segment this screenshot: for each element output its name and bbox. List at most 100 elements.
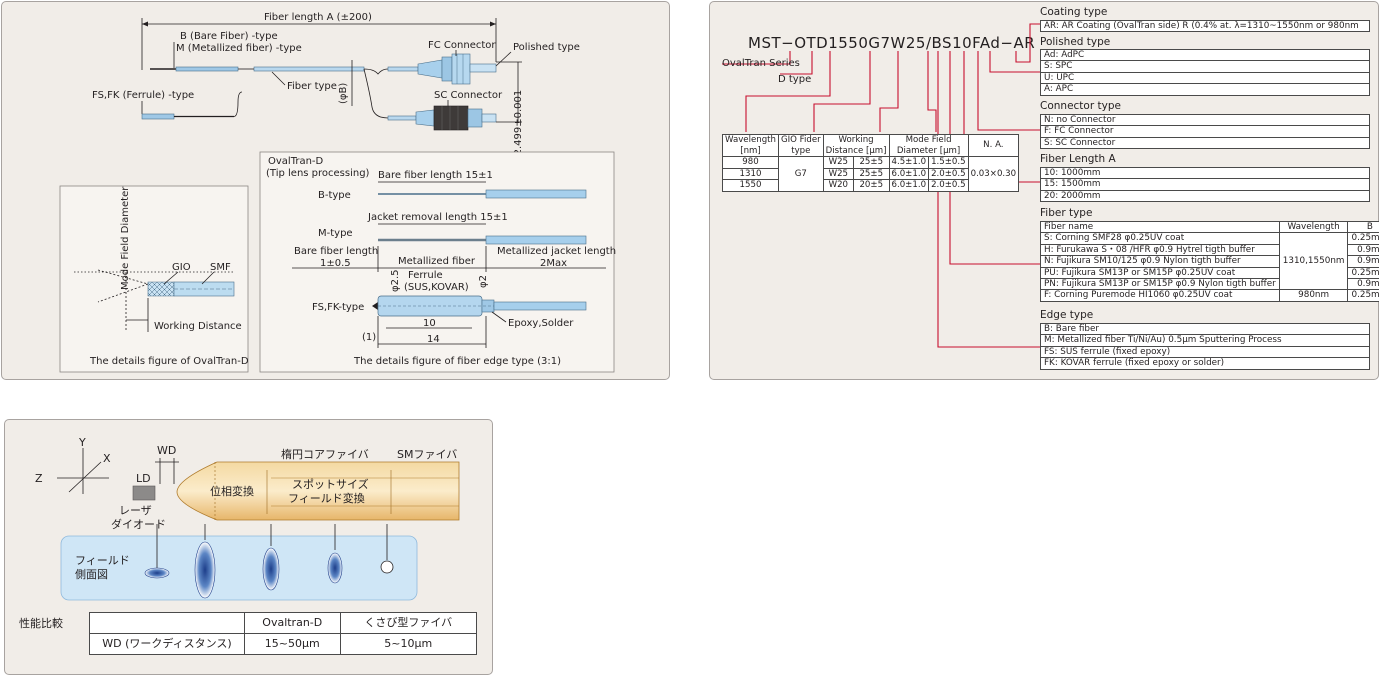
phi25-label: φ2.5 bbox=[390, 270, 401, 293]
details-caption: The details figure of OvalTran-D bbox=[89, 356, 249, 367]
fiber-type-row: S: Corning SMF28 φ0.25UV coat 1310,1550n… bbox=[1040, 232, 1379, 291]
comparison-header-ovaltran: Ovaltran-D bbox=[244, 612, 341, 634]
fiber-type-b: 0.25mm bbox=[1347, 232, 1379, 245]
spec-cell-wd: 25±5 bbox=[852, 167, 890, 180]
dim-1: (1) bbox=[362, 332, 376, 343]
metallized-fiber-label: Metallized fiber bbox=[398, 256, 476, 267]
spec-row: 1310 W25 25±5 6.0±1.0 2.0±0.5 bbox=[722, 167, 1019, 180]
spec-cell-mfd1: 4.5±1.0 bbox=[888, 156, 930, 169]
spec-cell-wd-code: W25 bbox=[822, 156, 854, 169]
fs-fk-label: FS,FK-type bbox=[312, 302, 364, 313]
edge-option: B: Bare fiber bbox=[1040, 322, 1370, 336]
fiber-length-option: 10: 1000mm bbox=[1040, 166, 1370, 180]
wd-label: WD bbox=[157, 444, 176, 457]
fiber-assembly-drawing: Fiber length A (±200) B (Bare Fiber) -ty… bbox=[59, 12, 616, 373]
fiber-length-title: Fiber Length A bbox=[1040, 153, 1116, 165]
fiber-type-row: N: Fujikura SM10/125 φ0.9 Nylon tigth bu… bbox=[1040, 255, 1379, 268]
spec-cell-mfd2: 1.5±0.5 bbox=[928, 156, 969, 169]
working-distance-label: Working Distance bbox=[154, 321, 242, 332]
axis-z-label: Z bbox=[35, 472, 43, 485]
fiber-type-header-name: Fiber name bbox=[1040, 220, 1280, 234]
fiber-type-name: H: Furukawa S・08 /HFR φ0.9 Hytrel tigth … bbox=[1040, 243, 1280, 257]
sm-fiber-label: SMファイバ bbox=[397, 448, 457, 461]
polished-type-table: Ad: AdPC S: SPC U: UPC A: APC bbox=[1040, 48, 1370, 96]
fiber-length-label: Fiber length A (±200) bbox=[264, 12, 372, 23]
fiber-type-name: PU: Fujikura SM13P or SM15P φ0.25UV coat bbox=[1040, 266, 1280, 280]
edge-option: FK: KOVAR ferrule (fixed epoxy or solder… bbox=[1040, 357, 1370, 370]
spec-cell-mfd1: 6.0±1.0 bbox=[888, 167, 930, 180]
jacket-removal-label: Jacket removal length 15±1 bbox=[367, 212, 508, 223]
fc-connector-label: FC Connector bbox=[428, 40, 496, 51]
mfd-label: Mode Field Diameter bbox=[120, 186, 131, 290]
spot-label-2: フィールド変換 bbox=[288, 491, 365, 505]
smf-label: SMF bbox=[210, 262, 231, 273]
phi2-label: φ2 bbox=[478, 275, 489, 288]
fiber-type-header-b: B bbox=[1347, 220, 1379, 234]
edge-subtitle: (Tip lens processing) bbox=[266, 168, 370, 179]
comparison-value-wedge: 5~10μm bbox=[339, 633, 478, 655]
ferrule-label: Ferrule bbox=[408, 270, 443, 281]
dim-10: 10 bbox=[423, 318, 436, 329]
fiber-type-b: 0.25mm bbox=[1347, 289, 1379, 302]
connector-option: F: FC Connector bbox=[1040, 125, 1370, 138]
fiber-type-title: Fiber type bbox=[1040, 207, 1093, 219]
fiber-type-name: N: Fujikura SM10/125 φ0.9 Nylon tigth bu… bbox=[1040, 255, 1280, 268]
edge-type-table: B: Bare fiber M: Metallized fiber Ti/Ni/… bbox=[1040, 322, 1370, 370]
principle-diagram: Y X Z WD LD レーザ ダイオード 楕円コアファイバ SMファイバ 位相… bbox=[19, 436, 460, 630]
bare-fiber-type-label: B (Bare Fiber) -type bbox=[180, 31, 278, 42]
polished-option: A: APC bbox=[1040, 83, 1370, 96]
field-label-2: 側面図 bbox=[75, 568, 108, 581]
fiber-type-b: 0.9mm bbox=[1347, 255, 1379, 268]
comparison-title: 性能比較 bbox=[19, 616, 63, 630]
d-type-label: D type bbox=[778, 74, 811, 85]
m-type-label: M-type bbox=[318, 228, 353, 239]
ovaltran-series-label: OvalTran Series bbox=[722, 58, 800, 69]
connector-type-table: N: no Connector F: FC Connector S: SC Co… bbox=[1040, 113, 1370, 150]
spec-cell-mfd2: 2.0±0.5 bbox=[928, 167, 969, 180]
ferrule-type-label: FS,FK (Ferrule) -type bbox=[92, 90, 194, 101]
fiber-type-name: S: Corning SMF28 φ0.25UV coat bbox=[1040, 232, 1280, 245]
spec-header-wavelength: Wavelength[nm] bbox=[722, 134, 779, 157]
spec-cell-gio: G7 bbox=[777, 156, 824, 192]
connector-option: S: SC Connector bbox=[1040, 136, 1370, 150]
spec-cell-wd: 20±5 bbox=[852, 179, 890, 192]
fiber-type-name: PN: Fujikura SM13P or SM15P φ0.9 Nylon t… bbox=[1040, 278, 1280, 291]
fiber-length-table: 10: 1000mm 15: 1500mm 20: 2000mm bbox=[1040, 166, 1370, 203]
fiber-type-header-wavelength: Wavelength bbox=[1278, 220, 1349, 234]
edge-title: OvalTran-D bbox=[268, 156, 324, 167]
fiber-type-b: 0.9mm bbox=[1347, 278, 1379, 291]
laser-label-1: レーザ bbox=[119, 504, 152, 517]
spec-row: 980 G7 W25 25±5 4.5±1.0 1.5±0.5 0.03×0.3… bbox=[722, 156, 1020, 192]
spec-row: 1550 W20 20±5 6.0±1.0 2.0±0.5 bbox=[722, 179, 1019, 192]
polished-type-label: Polished type bbox=[513, 42, 580, 53]
fiber-type-row: H: Furukawa S・08 /HFR φ0.9 Hytrel tigth … bbox=[1040, 243, 1379, 257]
coating-type-title: Coating type bbox=[1040, 6, 1108, 18]
spec-cell-na: 0.03×0.30 bbox=[967, 156, 1020, 192]
fiber-type-table: Fiber name Wavelength B S: Corning SMF28… bbox=[1040, 220, 1379, 302]
polished-option: S: SPC bbox=[1040, 60, 1370, 73]
spec-cell-wd: 25±5 bbox=[852, 156, 890, 169]
bare-fiber-length-value: 1±0.5 bbox=[320, 258, 351, 269]
axis-x-label: X bbox=[103, 452, 111, 465]
ld-label: LD bbox=[136, 472, 151, 485]
spec-cell-mfd2: 2.0±0.5 bbox=[928, 179, 969, 192]
model-code: MST−OTD1550G7W25/BS10FAd−AR bbox=[748, 34, 1035, 52]
fiber-type-wavelength-group: 1310,1550nm bbox=[1278, 232, 1349, 291]
principle-panel: Y X Z WD LD レーザ ダイオード 楕円コアファイバ SMファイバ 位相… bbox=[4, 419, 493, 675]
bare-length-label: Bare fiber length 15±1 bbox=[378, 170, 493, 181]
connector-type-title: Connector type bbox=[1040, 100, 1121, 112]
fiber-type-b: 0.25mm bbox=[1347, 266, 1379, 280]
fiber-type-label: Fiber type bbox=[287, 81, 337, 92]
model-code-diagram: MST−OTD1550G7W25/BS10FAd−AR OvalTran Ser… bbox=[722, 23, 1040, 348]
polished-option: U: UPC bbox=[1040, 71, 1370, 85]
epoxy-label: Epoxy,Solder bbox=[508, 318, 574, 329]
spec-header-na: N. A. bbox=[967, 134, 1020, 157]
b-type-label: B-type bbox=[318, 190, 351, 201]
coating-type-table: AR: AR Coating (OvalTran side) R (0.4% a… bbox=[1040, 19, 1370, 33]
coating-option: AR: AR Coating (OvalTran side) R (0.4% a… bbox=[1040, 19, 1370, 33]
edge-option: M: Metallized fiber Ti/Ni/Au) 0.5μm Sput… bbox=[1040, 334, 1370, 347]
